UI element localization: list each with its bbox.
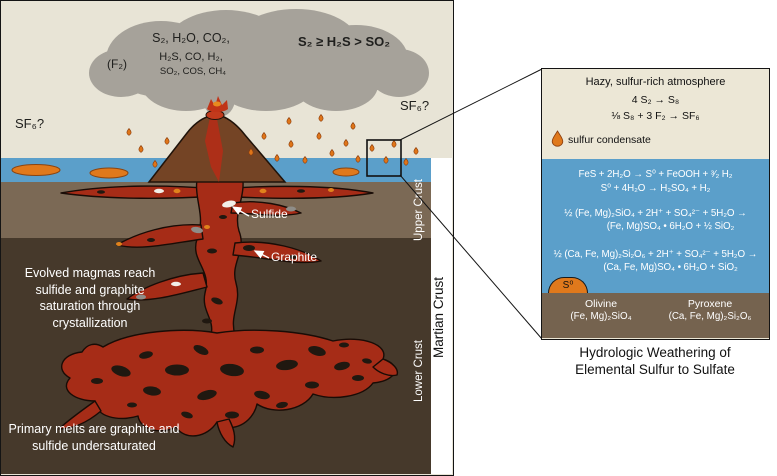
sulfide-arrow xyxy=(231,206,250,217)
plume-f2-label: (F₂) xyxy=(107,57,127,71)
inset-caption-line2: Elemental Sulfur to Sulfate xyxy=(575,361,735,377)
sulfur-condensate-label: sulfur condensate xyxy=(568,134,651,146)
olivine-formula: (Fe, Mg)₂SiO₄ xyxy=(570,311,632,322)
reaction-s0-oxidation: S⁰ + 4H₂O → H₂SO₄ + H₂ xyxy=(600,183,711,194)
graphite-inclusions xyxy=(91,189,372,419)
reaction-s2-to-s8: 4 S₂ → S₈ xyxy=(631,94,680,106)
mars-cross-section-panel: S₂, H₂O, CO₂, (F₂) H₂S, CO, H₂, SO₂, COS… xyxy=(0,0,454,476)
s0-label: S⁰ xyxy=(562,280,574,291)
inset-ground-layer xyxy=(542,293,769,338)
pyroxene-name: Pyroxene xyxy=(687,298,733,310)
inset-atmosphere-title: Hazy, sulfur-rich atmosphere xyxy=(585,76,726,88)
graphite-arrow xyxy=(253,250,270,259)
sulfide-label: Sulfide xyxy=(251,207,288,221)
plume-minor-species: H₂S, CO, H₂, xyxy=(159,51,223,63)
primary-melts-caption: Primary melts are graphite and sulfide u… xyxy=(8,422,180,453)
gas-abundance-relation: S₂ ≥ H₂S > SO₂ xyxy=(297,34,390,49)
sulfur-spots xyxy=(116,188,334,246)
pyroxene-formula: (Ca, Fe, Mg)₂Si₂O₆ xyxy=(668,311,752,322)
sulfur-lenses xyxy=(11,164,360,179)
reaction-pyroxene-line2: (Ca, Fe, Mg)SO₄ • 6H₂O + SiO₂ xyxy=(603,262,738,273)
olivine-name: Olivine xyxy=(584,298,618,310)
martian-crust-label: Martian Crust xyxy=(431,276,446,358)
reaction-olivine-line1: ½ (Fe, Mg)₂SiO₄ + 2H⁺ + SO₄²⁻ + 5H₂O → xyxy=(564,208,747,219)
inset-caption-line1: Hydrologic Weathering of xyxy=(579,345,731,360)
graphite-label: Graphite xyxy=(271,250,318,264)
weathering-inset-panel: Hazy, sulfur-rich atmosphere 4 S₂ → S₈ ⅛… xyxy=(541,68,770,340)
sulfur-droplet-icon xyxy=(551,130,564,147)
reaction-s8-to-sf6: ⅛ S₈ + 3 F₂ → SF₆ xyxy=(611,110,700,122)
inset-caption: Hydrologic Weathering of Elemental Sulfu… xyxy=(536,345,774,379)
reaction-olivine-line2: (Fe, Mg)SO₄ • 6H₂O + ½ SiO₂ xyxy=(606,221,735,232)
white-sulfide-inclusions xyxy=(154,188,236,287)
reaction-pyroxene-line1: ½ (Ca, Fe, Mg)₂Si₂O₆ + 2H⁺ + SO₄²⁻ + 5H₂… xyxy=(553,249,758,260)
plume-trace-species: SO₂, COS, CH₄ xyxy=(159,66,227,77)
condensate-droplets xyxy=(126,114,419,168)
reaction-fes-hydrolysis: FeS + 2H₂O → S⁰ + FeOOH + ³⁄₂ H₂ xyxy=(578,169,733,180)
volcano xyxy=(147,96,287,183)
gray-sulfide-inclusions xyxy=(136,206,296,300)
lower-crust-label: Lower Crust xyxy=(413,340,425,402)
sf6-question-right: SF₆? xyxy=(400,98,430,113)
evolved-magmas-caption: Evolved magmas reach sulfide and graphit… xyxy=(24,266,156,330)
sf6-question-left: SF₆? xyxy=(15,116,45,131)
mars-cross-section-art xyxy=(1,1,452,474)
upper-crust-label: Upper Crust xyxy=(413,179,425,241)
inset-water-layer xyxy=(542,159,769,293)
inset-source-region-box xyxy=(366,139,402,177)
plume-major-species: S₂, H₂O, CO₂, xyxy=(152,31,230,45)
